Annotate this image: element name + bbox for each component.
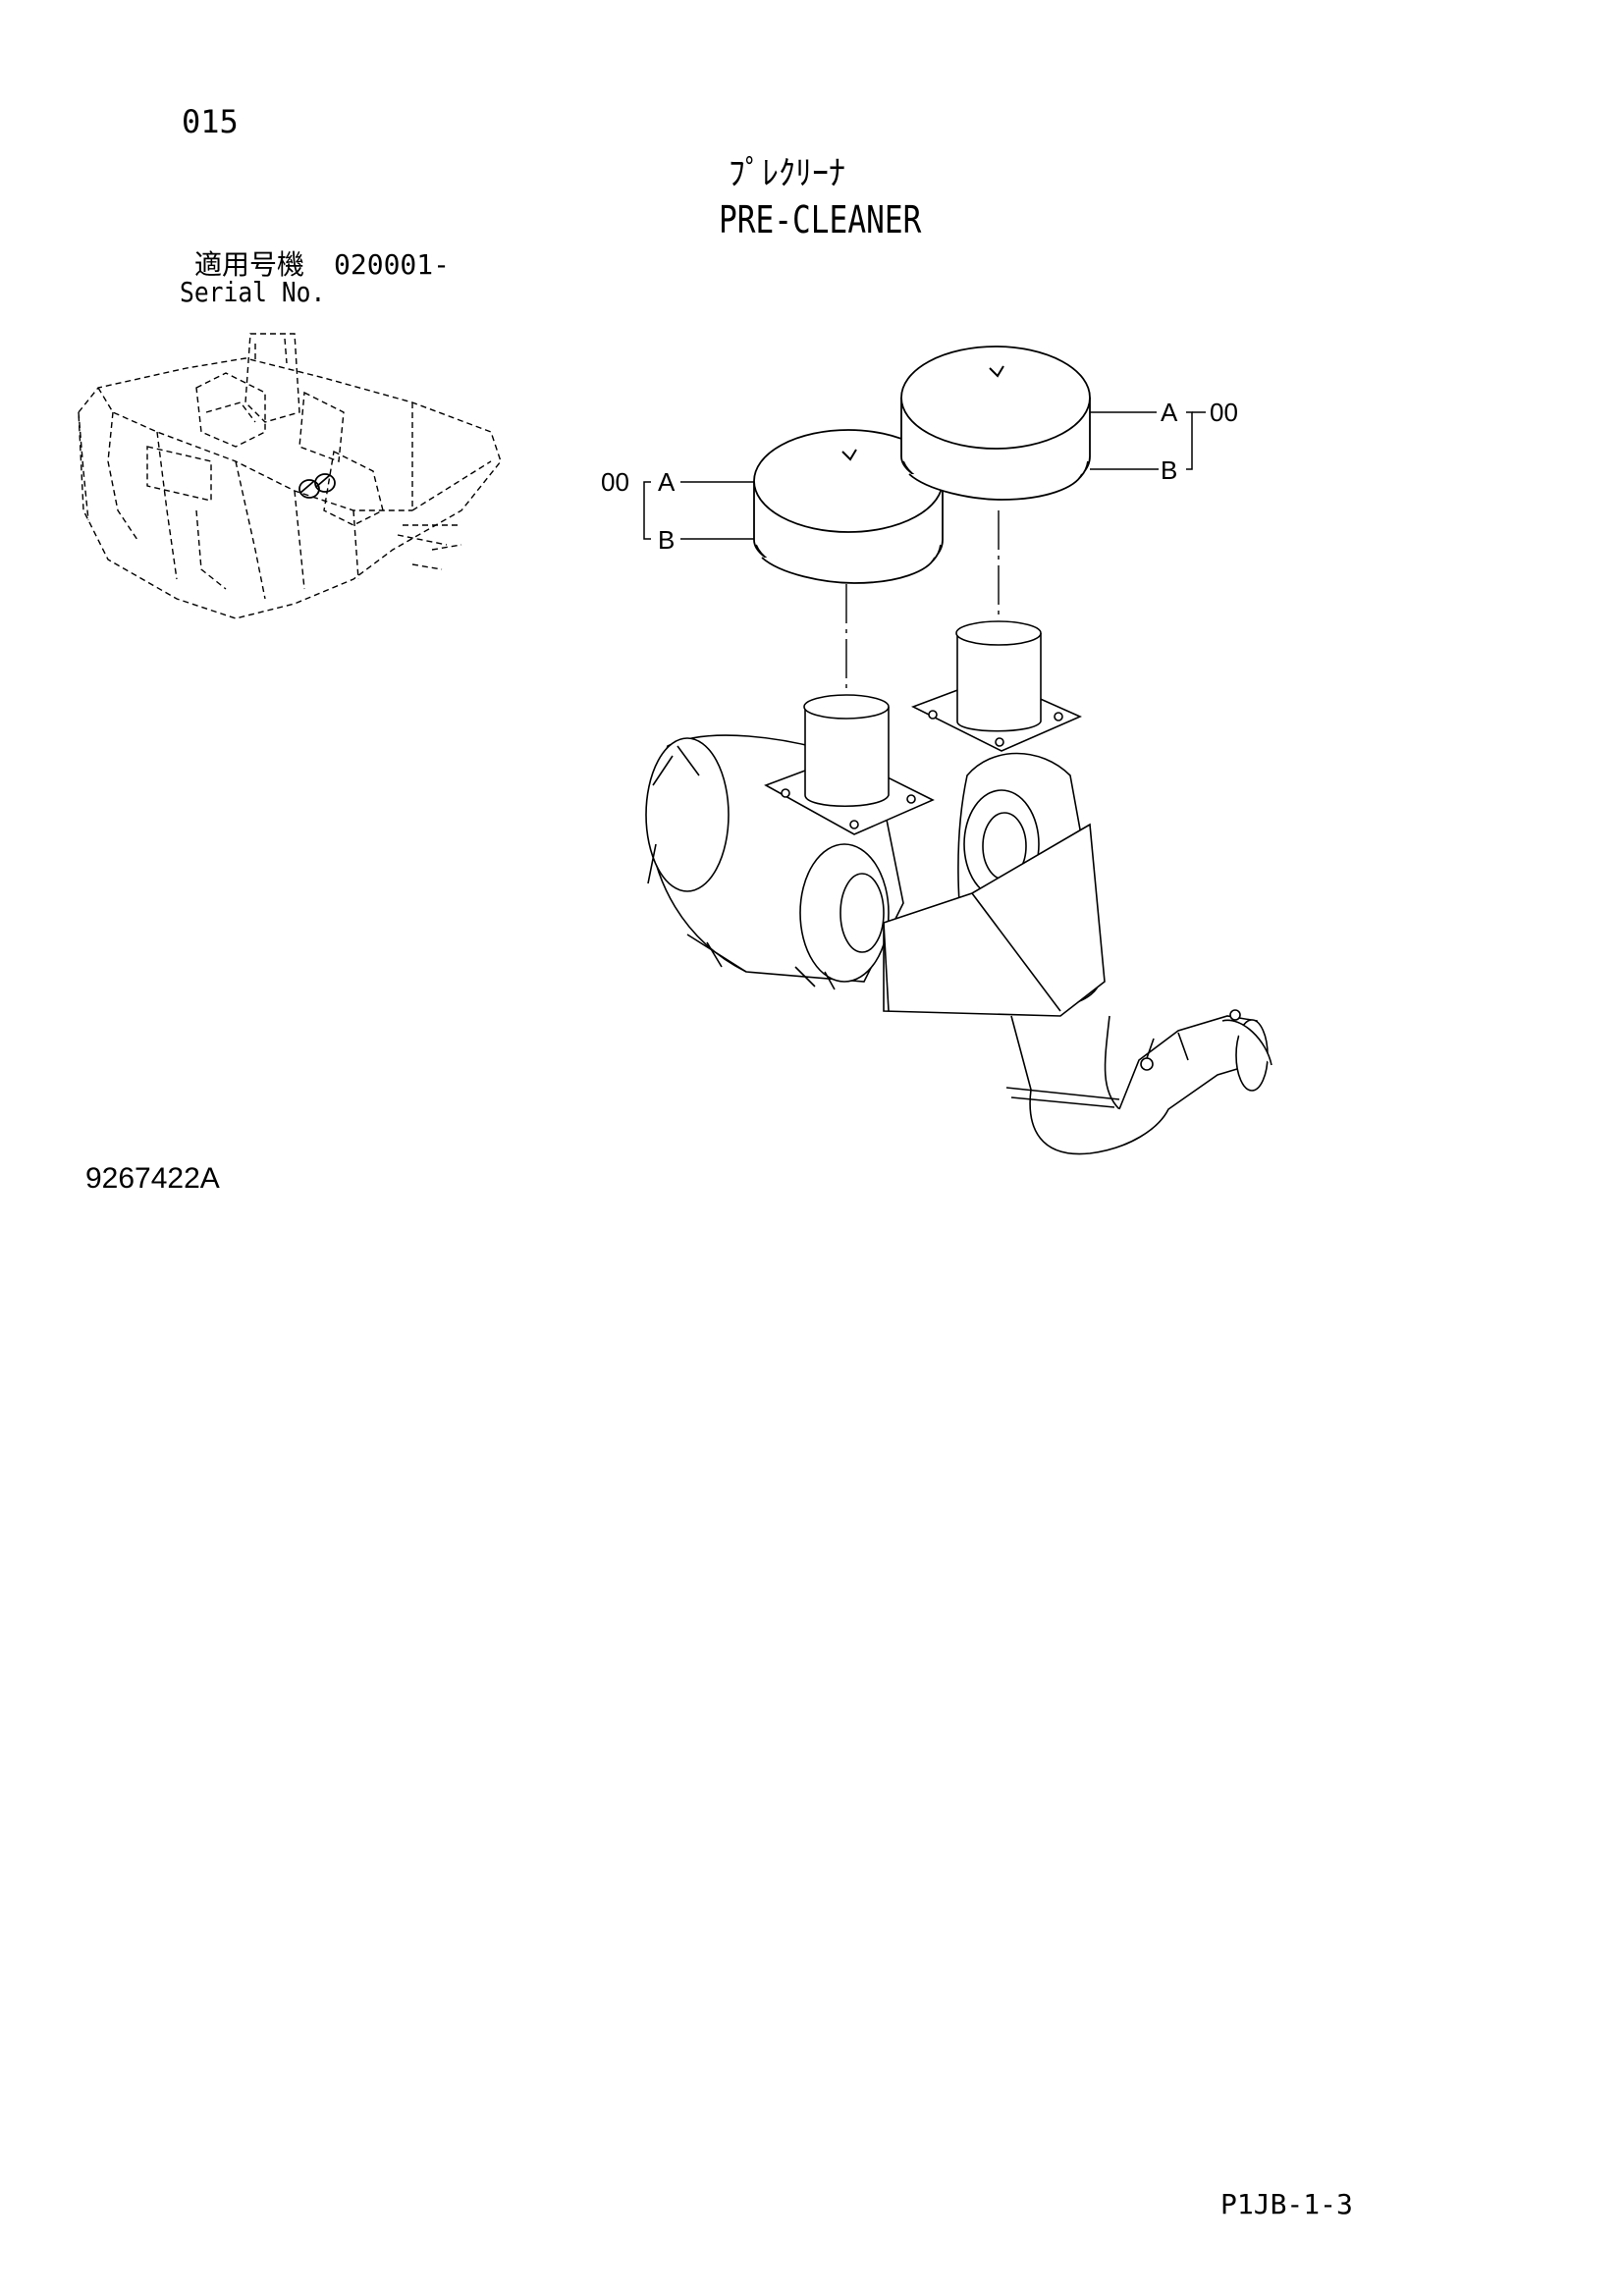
right-callout: A B 00 bbox=[1161, 398, 1238, 485]
right-callout-group: 00 bbox=[1210, 398, 1238, 427]
title-english: PRE-CLEANER bbox=[719, 198, 922, 241]
air-cleaner-assembly bbox=[645, 734, 1272, 1155]
drawing-number: 9267422A bbox=[85, 1162, 220, 1195]
right-inlet-pipe bbox=[911, 620, 1082, 752]
left-pre-cleaner-cap bbox=[753, 429, 944, 584]
alignment-center-lines bbox=[845, 510, 1000, 692]
left-callout-a: A bbox=[658, 467, 676, 497]
page-number: 015 bbox=[182, 103, 239, 140]
left-inlet-pipe bbox=[764, 694, 935, 835]
left-callout-b: B bbox=[658, 525, 675, 555]
callout-leaders bbox=[643, 411, 1206, 540]
page-reference: P1JB-1-3 bbox=[1220, 2188, 1353, 2220]
right-callout-b: B bbox=[1161, 455, 1177, 485]
right-pre-cleaner-cap bbox=[900, 346, 1091, 501]
left-callout-group: 00 bbox=[601, 467, 629, 497]
machine-overview-illustration bbox=[78, 333, 502, 619]
serial-english-label: Serial No. bbox=[180, 276, 326, 308]
right-callout-a: A bbox=[1161, 398, 1178, 427]
title-japanese: ﾌﾟﾚｸﾘｰﾅ bbox=[729, 154, 845, 193]
left-callout: 00 A B bbox=[601, 467, 676, 555]
pre-cleaner-location-marker bbox=[298, 473, 336, 499]
serial-japanese-label: 適用号機 bbox=[194, 248, 305, 281]
serial-range: 020001- bbox=[334, 248, 451, 281]
